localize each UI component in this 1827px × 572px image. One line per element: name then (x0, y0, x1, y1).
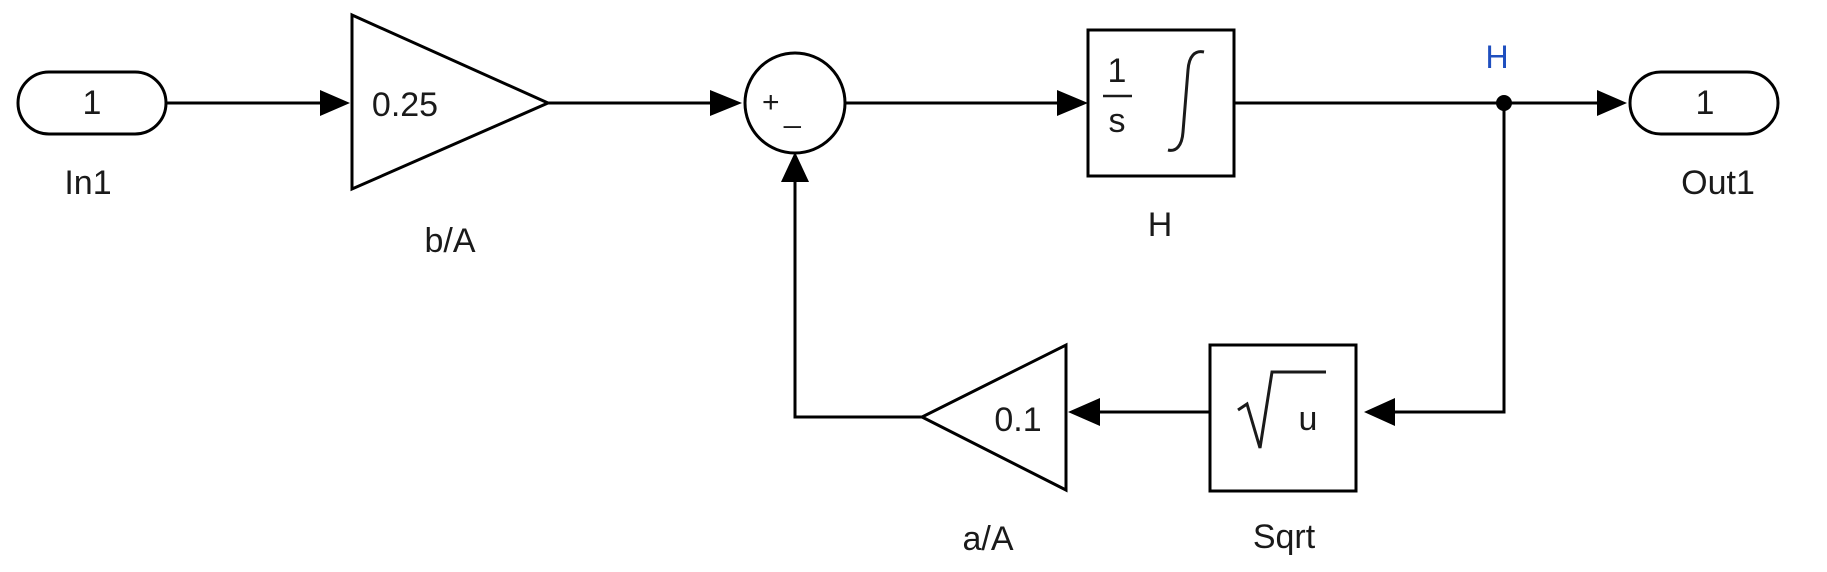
gain-aa-label: a/A (962, 520, 1013, 558)
out1-label: Out1 (1681, 164, 1755, 202)
sqrt-expr: u (1299, 400, 1318, 438)
gain-ba-label: b/A (424, 222, 475, 260)
in1-label: In1 (64, 164, 111, 202)
arrowhead (1597, 90, 1627, 116)
integrator-block[interactable]: 1 s (1086, 28, 1236, 178)
sqrt-block[interactable]: u (1208, 343, 1358, 493)
branch-point (1496, 95, 1512, 111)
integrator-denominator: s (1109, 102, 1126, 140)
arrowhead (320, 90, 350, 116)
integral-sign-icon (1167, 50, 1205, 152)
integrator-label: H (1148, 206, 1173, 244)
out1-port-number: 1 (1696, 84, 1715, 122)
gain-aa-value: 0.1 (994, 401, 1041, 439)
wire-gain-to-sum-minus[interactable] (793, 178, 922, 419)
arrowhead (710, 90, 742, 116)
sqrt-label: Sqrt (1253, 518, 1316, 556)
integrator-numerator: 1 (1108, 52, 1127, 90)
wire-feedback-branch[interactable] (1380, 103, 1506, 414)
arrowhead (781, 152, 809, 182)
square-root-icon (1237, 370, 1326, 449)
gain-ba-value: 0.25 (372, 86, 438, 124)
arrowhead (1364, 398, 1395, 426)
sum-block[interactable]: + _ (743, 51, 847, 155)
in1-block[interactable]: 1 (16, 70, 168, 136)
arrowhead (1057, 90, 1088, 116)
sum-plus-sign: + (762, 86, 780, 119)
gain-ba-block[interactable]: 0.25 (350, 12, 552, 192)
sum-minus-sign: _ (783, 96, 802, 129)
in1-port-number: 1 (83, 84, 102, 122)
arrowhead (1068, 398, 1100, 426)
signal-h-label[interactable]: H (1485, 39, 1508, 75)
out1-block[interactable]: 1 (1628, 70, 1780, 136)
gain-aa-block[interactable]: 0.1 (918, 342, 1068, 493)
